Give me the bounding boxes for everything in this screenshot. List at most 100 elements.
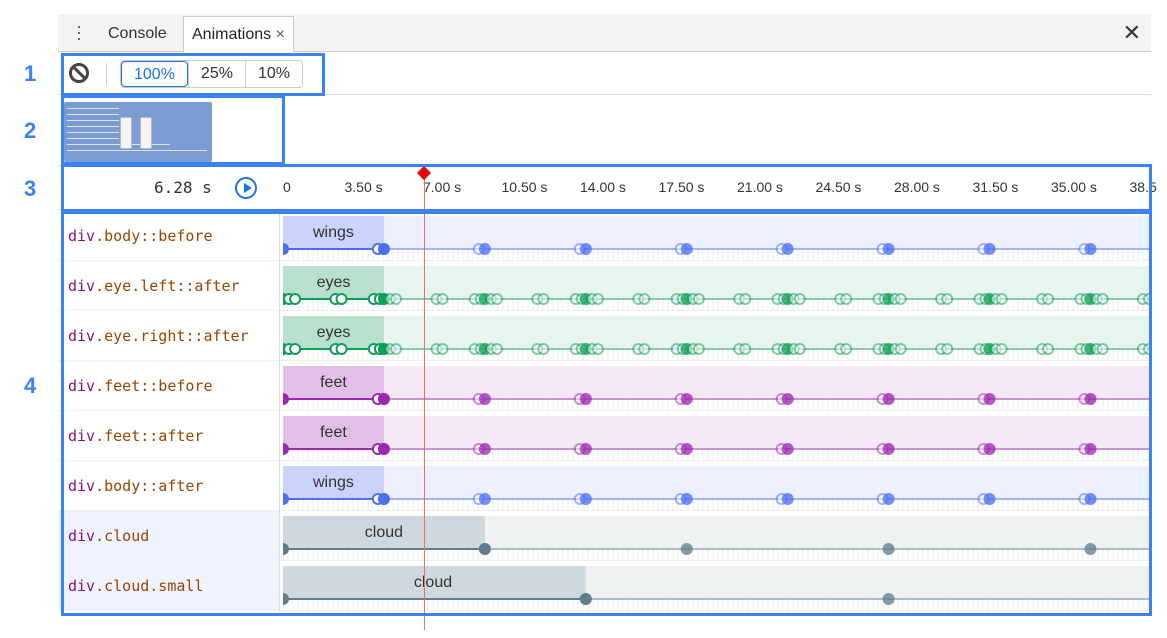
keyframe-marker[interactable] <box>478 543 491 555</box>
animation-track[interactable]: eyes <box>283 311 1151 361</box>
keyframe-marker[interactable] <box>377 443 390 455</box>
keyframe-marker[interactable] <box>882 243 895 255</box>
keyframe-marker[interactable] <box>680 543 693 555</box>
first-iteration-bar[interactable] <box>283 316 384 348</box>
animation-group-preview[interactable] <box>64 102 212 162</box>
keyframe-marker[interactable] <box>377 393 390 405</box>
keyframe-marker[interactable] <box>995 343 1008 355</box>
keyframe-marker[interactable] <box>579 593 592 605</box>
keyframe-marker[interactable] <box>478 243 491 255</box>
keyframe-marker[interactable] <box>478 443 491 455</box>
keyframe-marker[interactable] <box>490 293 503 305</box>
keyframe-marker[interactable] <box>983 393 996 405</box>
keyframe-marker[interactable] <box>840 293 853 305</box>
close-tab-icon[interactable]: × <box>275 26 285 43</box>
keyframe-marker[interactable] <box>882 393 895 405</box>
tab-animations[interactable]: Animations × <box>183 16 294 52</box>
keyframe-marker[interactable] <box>390 343 403 355</box>
keyframe-marker[interactable] <box>995 293 1008 305</box>
keyframe-marker[interactable] <box>638 293 651 305</box>
play-icon[interactable] <box>235 177 257 199</box>
animation-track[interactable]: cloud <box>283 561 1151 611</box>
keyframe-marker[interactable] <box>289 293 302 305</box>
keyframe-marker[interactable] <box>781 243 794 255</box>
keyframe-marker[interactable] <box>1084 443 1097 455</box>
keyframe-marker[interactable] <box>283 593 289 605</box>
keyframe-marker[interactable] <box>591 293 604 305</box>
keyframe-marker[interactable] <box>882 443 895 455</box>
keyframe-marker[interactable] <box>436 343 449 355</box>
animation-track[interactable]: feet <box>283 411 1151 461</box>
keyframe-marker[interactable] <box>680 243 693 255</box>
first-iteration-bar[interactable] <box>283 216 384 248</box>
keyframe-marker[interactable] <box>579 393 592 405</box>
keyframe-marker[interactable] <box>739 293 752 305</box>
keyframe-marker[interactable] <box>692 343 705 355</box>
keyframe-marker[interactable] <box>335 293 348 305</box>
keyframe-marker[interactable] <box>283 243 289 255</box>
keyframe-marker[interactable] <box>1096 293 1109 305</box>
keyframe-marker[interactable] <box>490 343 503 355</box>
keyframe-marker[interactable] <box>1084 493 1097 505</box>
timeline-scrubber[interactable] <box>424 178 425 630</box>
speed-100-button[interactable]: 100% <box>121 61 188 87</box>
keyframe-marker[interactable] <box>793 343 806 355</box>
keyframe-marker[interactable] <box>793 293 806 305</box>
animation-track[interactable]: feet <box>283 361 1151 411</box>
keyframe-marker[interactable] <box>289 343 302 355</box>
keyframe-marker[interactable] <box>579 493 592 505</box>
animation-selector[interactable]: div.cloud.small <box>58 561 280 611</box>
keyframe-marker[interactable] <box>882 543 895 555</box>
keyframe-marker[interactable] <box>680 493 693 505</box>
keyframe-marker[interactable] <box>1084 543 1097 555</box>
keyframe-marker[interactable] <box>894 293 907 305</box>
keyframe-marker[interactable] <box>983 493 996 505</box>
keyframe-marker[interactable] <box>781 493 794 505</box>
animation-selector[interactable]: div.eye.left::after <box>58 261 280 311</box>
keyframe-marker[interactable] <box>840 343 853 355</box>
keyframe-marker[interactable] <box>692 293 705 305</box>
keyframe-marker[interactable] <box>941 293 954 305</box>
keyframe-marker[interactable] <box>283 543 289 555</box>
keyframe-marker[interactable] <box>1084 393 1097 405</box>
keyframe-marker[interactable] <box>537 293 550 305</box>
keyframe-marker[interactable] <box>680 443 693 455</box>
first-iteration-bar[interactable] <box>283 366 384 398</box>
keyframe-marker[interactable] <box>377 493 390 505</box>
animation-selector[interactable]: div.body::after <box>58 461 280 511</box>
animation-selector[interactable]: div.body::before <box>58 211 280 261</box>
animation-selector[interactable]: div.cloud <box>58 511 280 561</box>
keyframe-marker[interactable] <box>882 593 895 605</box>
speed-10-button[interactable]: 10% <box>244 61 302 87</box>
keyframe-marker[interactable] <box>377 243 390 255</box>
keyframe-marker[interactable] <box>436 293 449 305</box>
keyframe-marker[interactable] <box>1096 343 1109 355</box>
block-icon[interactable] <box>69 63 89 83</box>
keyframe-marker[interactable] <box>983 443 996 455</box>
keyframe-marker[interactable] <box>579 243 592 255</box>
close-panel-icon[interactable]: ✕ <box>1122 20 1141 45</box>
first-iteration-bar[interactable] <box>283 466 384 498</box>
keyframe-marker[interactable] <box>781 393 794 405</box>
keyframe-marker[interactable] <box>579 443 592 455</box>
keyframe-marker[interactable] <box>781 443 794 455</box>
animation-selector[interactable]: div.eye.right::after <box>58 311 280 361</box>
first-iteration-bar[interactable] <box>283 516 485 548</box>
keyframe-marker[interactable] <box>983 243 996 255</box>
speed-25-button[interactable]: 25% <box>187 61 245 87</box>
keyframe-marker[interactable] <box>283 443 289 455</box>
animation-track[interactable]: wings <box>283 461 1151 511</box>
keyframe-marker[interactable] <box>283 493 289 505</box>
animation-track[interactable]: eyes <box>283 261 1151 311</box>
keyframe-marker[interactable] <box>283 393 289 405</box>
keyframe-marker[interactable] <box>1042 343 1055 355</box>
keyframe-marker[interactable] <box>739 343 752 355</box>
tab-console[interactable]: Console <box>108 25 167 42</box>
